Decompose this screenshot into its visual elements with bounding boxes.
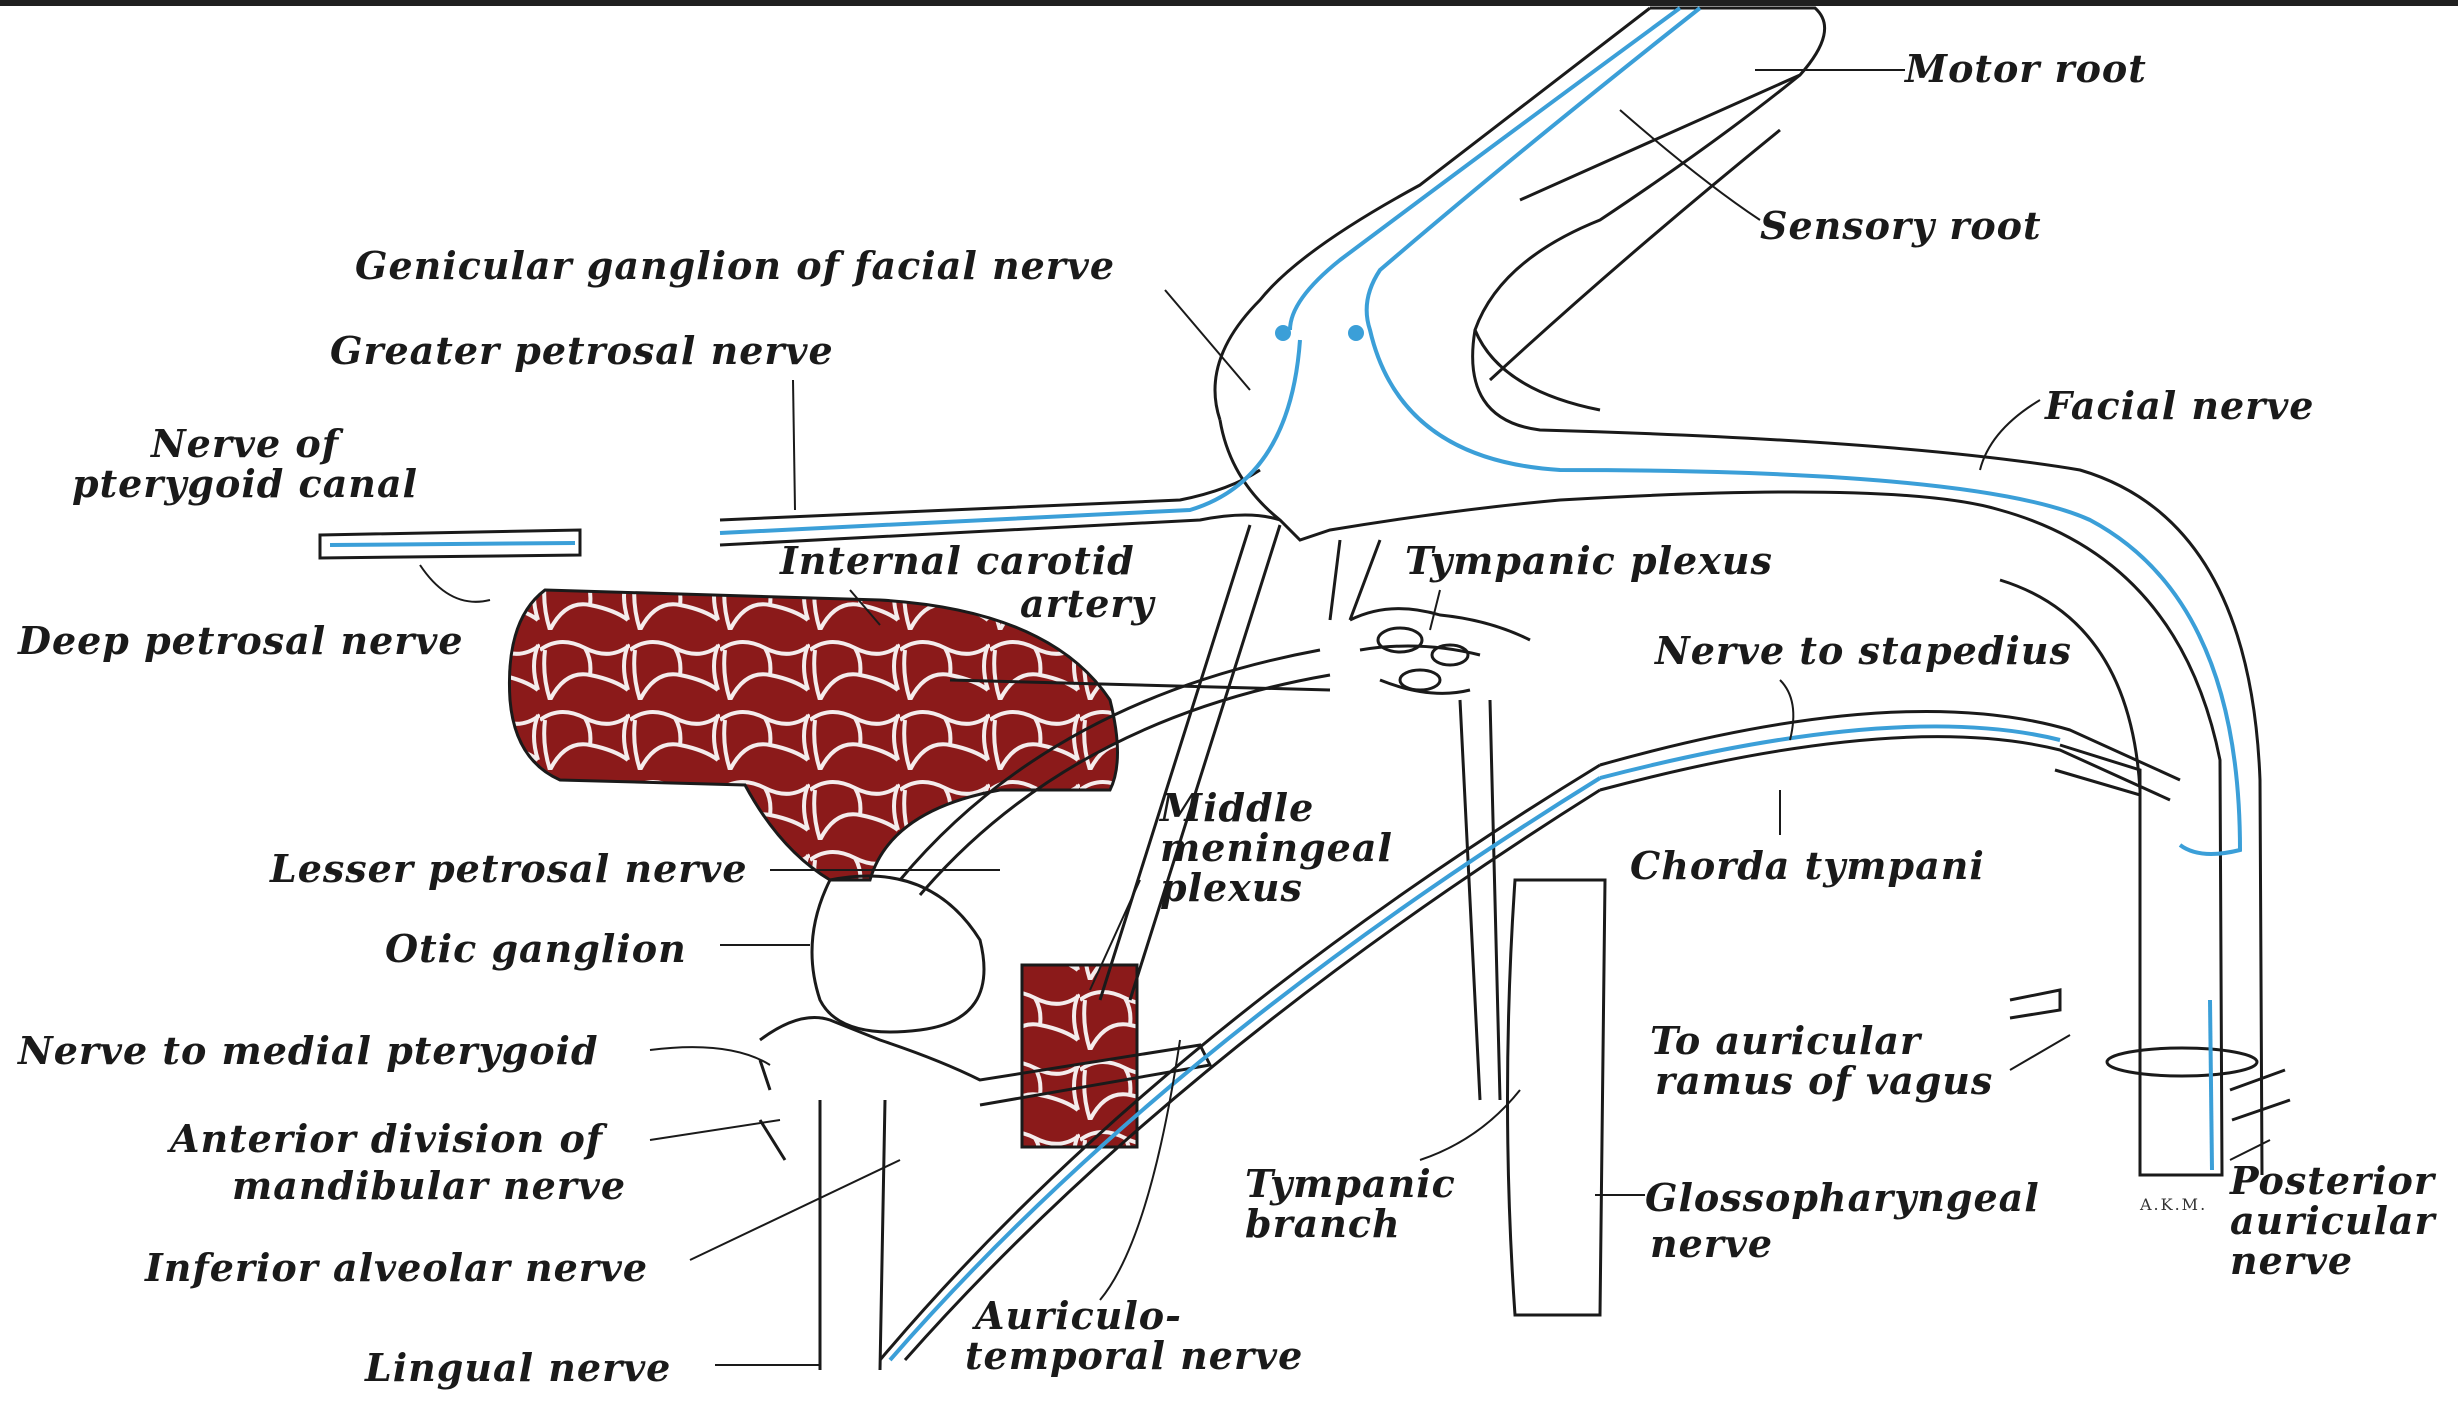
label-nerve-pterygoid-canal-2: pterygoid canal (45, 463, 445, 505)
ganglion-cell-2 (1348, 325, 1364, 341)
label-to-auricular-2: ramus of vagus (1655, 1060, 1993, 1102)
label-auriculotemporal-1: Auriculo- (975, 1295, 1182, 1337)
ganglion-cell-1 (1275, 325, 1291, 341)
label-motor-root: Motor root (1905, 48, 2147, 90)
label-sensory-root: Sensory root (1760, 205, 2042, 247)
label-glossopharyngeal-1: Glossopharyngeal (1645, 1177, 2040, 1219)
label-auriculotemporal-2: temporal nerve (965, 1335, 1303, 1377)
label-tympanic-branch-2: branch (1245, 1203, 1401, 1245)
label-internal-carotid-1: Internal carotid (780, 540, 1135, 582)
internal-carotid-artery (509, 590, 1117, 880)
label-nerve-medial-pterygoid: Nerve to medial pterygoid (18, 1030, 599, 1072)
label-tympanic-plexus: Tympanic plexus (1405, 540, 1773, 582)
label-otic-ganglion: Otic ganglion (385, 928, 687, 970)
label-posterior-auricular-3: nerve (2230, 1240, 2353, 1282)
label-posterior-auricular-1: Posterior (2230, 1160, 2435, 1202)
label-posterior-auricular-2: auricular (2230, 1200, 2436, 1242)
label-anterior-division-1: Anterior division of (170, 1118, 603, 1160)
label-greater-petrosal: Greater petrosal nerve (330, 330, 834, 372)
label-tympanic-branch-1: Tympanic (1245, 1163, 1456, 1205)
label-lingual-nerve: Lingual nerve (365, 1347, 671, 1389)
label-middle-meningeal-2: meningeal (1160, 827, 1393, 869)
label-deep-petrosal: Deep petrosal nerve (18, 620, 464, 662)
artist-signature: A.K.M. (2140, 1195, 2207, 1214)
label-nerve-pterygoid-canal-1: Nerve of (45, 423, 445, 465)
label-internal-carotid-2: artery (1020, 583, 1154, 625)
label-facial-nerve: Facial nerve (2045, 385, 2314, 427)
label-to-auricular-1: To auricular (1650, 1020, 1921, 1062)
label-lesser-petrosal: Lesser petrosal nerve (270, 848, 748, 890)
label-genicular-ganglion: Genicular ganglion of facial nerve (355, 245, 1115, 287)
label-anterior-division-2: mandibular nerve (232, 1165, 626, 1207)
label-middle-meningeal-1: Middle (1160, 787, 1314, 829)
label-middle-meningeal-3: plexus (1160, 867, 1303, 909)
label-nerve-to-stapedius: Nerve to stapedius (1655, 630, 2072, 672)
middle-meningeal-artery (1022, 965, 1137, 1147)
label-inferior-alveolar: Inferior alveolar nerve (145, 1247, 648, 1289)
label-chorda-tympani: Chorda tympani (1630, 845, 1985, 887)
label-glossopharyngeal-2: nerve (1650, 1223, 1773, 1265)
